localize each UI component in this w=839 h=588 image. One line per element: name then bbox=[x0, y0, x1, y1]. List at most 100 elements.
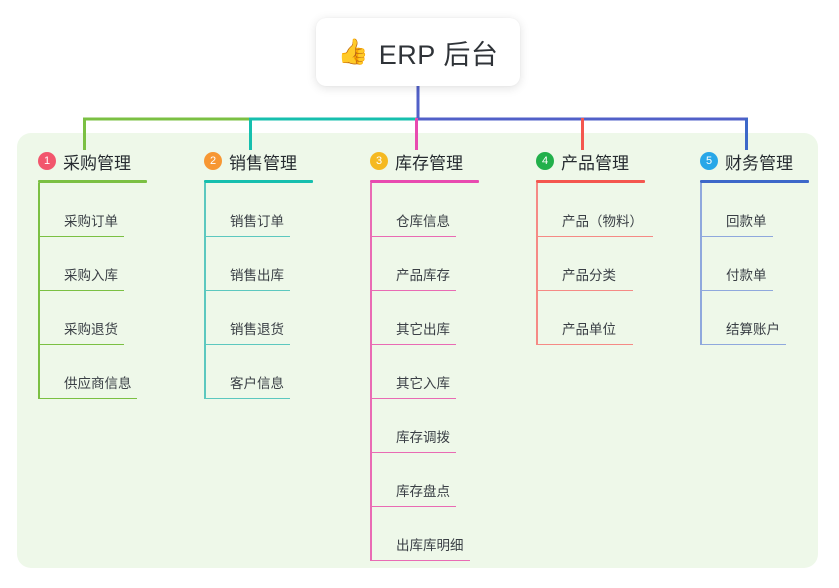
column-rule-5 bbox=[700, 180, 809, 183]
column-title-1: 采购管理 bbox=[63, 153, 131, 173]
leaf-rule bbox=[700, 235, 773, 237]
column-header-3[interactable]: 3 库存管理 bbox=[370, 148, 517, 174]
leaf-item[interactable]: 采购订单 bbox=[38, 183, 185, 237]
column-badge-5: 5 bbox=[700, 152, 718, 170]
module-column-1: 1 采购管理 采购订单 采购入库 采购退货 供应商信息 bbox=[38, 148, 185, 399]
leaf-item[interactable]: 产品单位 bbox=[536, 291, 683, 345]
leaf-label: 产品（物料） bbox=[562, 214, 643, 229]
leaf-rule bbox=[204, 289, 290, 291]
leaf-spine-4 bbox=[536, 183, 538, 345]
leaf-item[interactable]: 产品库存 bbox=[370, 237, 517, 291]
leaf-rule bbox=[38, 235, 124, 237]
leaf-label: 库存调拨 bbox=[396, 430, 450, 445]
leaf-rule bbox=[700, 343, 786, 345]
column-title-4: 产品管理 bbox=[561, 153, 629, 173]
leaf-rule bbox=[700, 289, 773, 291]
leaf-list-5: 回款单 付款单 结算账户 bbox=[700, 183, 839, 345]
leaf-rule bbox=[536, 289, 633, 291]
column-badge-4: 4 bbox=[536, 152, 554, 170]
leaf-list-1: 采购订单 采购入库 采购退货 供应商信息 bbox=[38, 183, 185, 399]
leaf-rule bbox=[38, 289, 124, 291]
leaf-list-2: 销售订单 销售出库 销售退货 客户信息 bbox=[204, 183, 351, 399]
leaf-list-3: 仓库信息 产品库存 其它出库 其它入库 库存调拨 库存盘点 bbox=[370, 183, 517, 561]
leaf-rule bbox=[38, 343, 124, 345]
column-header-2[interactable]: 2 销售管理 bbox=[204, 148, 351, 174]
leaf-item[interactable]: 销售退货 bbox=[204, 291, 351, 345]
leaf-item[interactable]: 付款单 bbox=[700, 237, 839, 291]
leaf-rule bbox=[370, 289, 456, 291]
column-title-5: 财务管理 bbox=[725, 153, 793, 173]
column-header-5[interactable]: 5 财务管理 bbox=[700, 148, 839, 174]
leaf-label: 付款单 bbox=[726, 268, 767, 283]
column-rule-2 bbox=[204, 180, 313, 183]
leaf-label: 回款单 bbox=[726, 214, 767, 229]
leaf-label: 结算账户 bbox=[726, 322, 780, 337]
leaf-item[interactable]: 产品分类 bbox=[536, 237, 683, 291]
leaf-label: 仓库信息 bbox=[396, 214, 450, 229]
leaf-rule bbox=[204, 397, 290, 399]
leaf-rule bbox=[370, 343, 456, 345]
leaf-item[interactable]: 出库库明细 bbox=[370, 507, 517, 561]
leaf-item[interactable]: 客户信息 bbox=[204, 345, 351, 399]
leaf-label: 产品分类 bbox=[562, 268, 616, 283]
leaf-label: 其它出库 bbox=[396, 322, 450, 337]
leaf-spine-3 bbox=[370, 183, 372, 561]
thumbs-up-icon: 👍 bbox=[337, 37, 369, 66]
leaf-item[interactable]: 回款单 bbox=[700, 183, 839, 237]
leaf-rule bbox=[370, 397, 456, 399]
leaf-label: 产品库存 bbox=[396, 268, 450, 283]
column-rule-3 bbox=[370, 180, 479, 183]
leaf-rule bbox=[370, 505, 456, 507]
leaf-rule bbox=[370, 559, 470, 561]
leaf-label: 其它入库 bbox=[396, 376, 450, 391]
leaf-label: 采购退货 bbox=[64, 322, 118, 337]
leaf-label: 销售出库 bbox=[230, 268, 284, 283]
root-node-card[interactable]: 👍 ERP 后台 bbox=[316, 18, 520, 86]
leaf-item[interactable]: 销售出库 bbox=[204, 237, 351, 291]
column-badge-3: 3 bbox=[370, 152, 388, 170]
leaf-rule bbox=[536, 235, 653, 237]
module-column-2: 2 销售管理 销售订单 销售出库 销售退货 客户信息 bbox=[204, 148, 351, 399]
leaf-item[interactable]: 结算账户 bbox=[700, 291, 839, 345]
column-title-2: 销售管理 bbox=[229, 153, 297, 173]
leaf-label: 采购订单 bbox=[64, 214, 118, 229]
leaf-rule bbox=[38, 397, 137, 399]
leaf-item[interactable]: 产品（物料） bbox=[536, 183, 683, 237]
leaf-label: 库存盘点 bbox=[396, 484, 450, 499]
column-rule-4 bbox=[536, 180, 645, 183]
leaf-rule bbox=[370, 451, 456, 453]
leaf-label: 供应商信息 bbox=[64, 376, 132, 391]
leaf-spine-1 bbox=[38, 183, 40, 399]
module-column-5: 5 财务管理 回款单 付款单 结算账户 bbox=[700, 148, 839, 345]
leaf-label: 产品单位 bbox=[562, 322, 616, 337]
leaf-label: 销售订单 bbox=[230, 214, 284, 229]
root-title: ERP 后台 bbox=[378, 39, 499, 70]
leaf-label: 销售退货 bbox=[230, 322, 284, 337]
leaf-item[interactable]: 仓库信息 bbox=[370, 183, 517, 237]
column-header-4[interactable]: 4 产品管理 bbox=[536, 148, 683, 174]
leaf-item[interactable]: 库存盘点 bbox=[370, 453, 517, 507]
leaf-label: 出库库明细 bbox=[396, 538, 464, 553]
leaf-label: 客户信息 bbox=[230, 376, 284, 391]
leaf-rule bbox=[204, 343, 290, 345]
leaf-item[interactable]: 销售订单 bbox=[204, 183, 351, 237]
leaf-spine-5 bbox=[700, 183, 702, 345]
leaf-item[interactable]: 库存调拨 bbox=[370, 399, 517, 453]
leaf-item[interactable]: 供应商信息 bbox=[38, 345, 185, 399]
column-header-1[interactable]: 1 采购管理 bbox=[38, 148, 185, 174]
leaf-item[interactable]: 其它入库 bbox=[370, 345, 517, 399]
column-badge-2: 2 bbox=[204, 152, 222, 170]
leaf-label: 采购入库 bbox=[64, 268, 118, 283]
leaf-rule bbox=[204, 235, 290, 237]
column-badge-1: 1 bbox=[38, 152, 56, 170]
column-title-3: 库存管理 bbox=[395, 153, 463, 173]
leaf-spine-2 bbox=[204, 183, 206, 399]
modules-panel bbox=[17, 133, 818, 568]
leaf-item[interactable]: 采购退货 bbox=[38, 291, 185, 345]
leaf-item[interactable]: 采购入库 bbox=[38, 237, 185, 291]
column-rule-1 bbox=[38, 180, 147, 183]
leaf-item[interactable]: 其它出库 bbox=[370, 291, 517, 345]
leaf-list-4: 产品（物料） 产品分类 产品单位 bbox=[536, 183, 683, 345]
module-column-3: 3 库存管理 仓库信息 产品库存 其它出库 其它入库 库存调拨 bbox=[370, 148, 517, 561]
